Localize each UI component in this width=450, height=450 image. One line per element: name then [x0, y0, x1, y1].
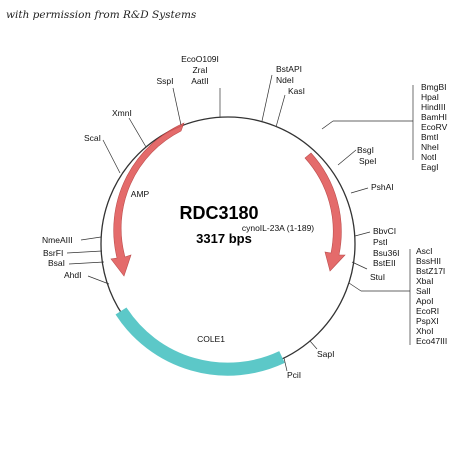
- site-bsai: BsaI: [48, 258, 65, 268]
- insert-arrow: [304, 152, 346, 272]
- site-aatii: AatII: [191, 76, 208, 86]
- leader-sspi: [172, 87, 182, 126]
- mcs2-tick: [348, 282, 362, 292]
- site-nmeaiii: NmeAIII: [42, 235, 73, 245]
- site-psh_ai: PshAI: [371, 182, 394, 192]
- leader-kasi: [275, 94, 286, 128]
- site-mcs2-6: EcoRI: [416, 306, 439, 316]
- site-bsgi: BsgI: [357, 145, 374, 155]
- site-mcs1-8: EagI: [421, 162, 439, 172]
- site-mcs1-4: EcoRV: [421, 122, 448, 132]
- site-mcs1-0: BmgBI: [421, 82, 447, 92]
- insert-label: cynoIL-23A (1-189): [242, 223, 314, 233]
- site-pcii: PciI: [287, 370, 301, 380]
- leader-xmni: [128, 117, 147, 148]
- site-mcs2-1: BssHII: [416, 256, 441, 266]
- amp-label: AMP: [131, 189, 150, 199]
- site-sapi: SapI: [317, 349, 335, 359]
- site-ahdi: AhdI: [64, 270, 82, 280]
- site-mcs2-4: SalI: [416, 286, 431, 296]
- site-bbvci: BbvCI: [373, 226, 396, 236]
- site-mcs1-3: BamHI: [421, 112, 447, 122]
- site-xmni: XmnI: [112, 108, 132, 118]
- site-mcs1-5: BmtI: [421, 132, 438, 142]
- leader-sapi: [309, 340, 318, 350]
- site-mcs2-9: Eco47III: [416, 336, 447, 346]
- permission-credit: with permission from R&D Systems: [6, 9, 197, 21]
- site-mcs2-0: AscI: [416, 246, 433, 256]
- site-bsrfi: BsrFI: [43, 248, 63, 258]
- leader-nmeaiii: [80, 236, 102, 241]
- site-scai: ScaI: [84, 133, 101, 143]
- leader-bsrfi: [66, 250, 103, 254]
- site-psti: PstI: [373, 237, 388, 247]
- leader-bsai: [68, 261, 105, 265]
- amp-arrow: [110, 122, 185, 277]
- mcs1-tick: [321, 120, 334, 130]
- site-mcs1-7: NotI: [421, 152, 437, 162]
- site-bstapi: BstAPI: [276, 64, 302, 74]
- site-bsu36i: Bsu36I: [373, 248, 399, 258]
- cole1-bar: [115, 307, 285, 376]
- site-sspi: SspI: [156, 76, 173, 86]
- leader-bsgi: [337, 149, 357, 166]
- site-zrai: ZraI: [192, 65, 207, 75]
- leader-psh_ai: [350, 187, 369, 194]
- leader-bstapi: [261, 74, 273, 122]
- cole1-label: COLE1: [197, 334, 225, 344]
- leader-ahdi: [87, 275, 110, 285]
- site-ndei: NdeI: [276, 75, 294, 85]
- leader-bbvci: [354, 231, 371, 237]
- site-stui: StuI: [370, 272, 385, 282]
- site-mcs1-2: HindIII: [421, 102, 446, 112]
- site-spei: SpeI: [359, 156, 377, 166]
- leader-stui: [351, 261, 368, 270]
- leader-scai: [102, 139, 121, 174]
- site-mcs1-1: HpaI: [421, 92, 439, 102]
- plasmid-size: 3317 bps: [196, 231, 252, 246]
- site-kasi: KasI: [288, 86, 305, 96]
- site-bsteii: BstEII: [373, 258, 396, 268]
- site-mcs2-7: PspXI: [416, 316, 439, 326]
- plasmid-name: RDC3180: [179, 203, 258, 223]
- site-ecoo109i: EcoO109I: [181, 54, 219, 64]
- site-mcs2-2: BstZ17I: [416, 266, 445, 276]
- leader-pcii: [283, 357, 288, 372]
- site-mcs2-8: XhoI: [416, 326, 434, 336]
- site-mcs2-3: XbaI: [416, 276, 434, 286]
- site-mcs1-6: NheI: [421, 142, 439, 152]
- site-mcs2-5: ApoI: [416, 296, 434, 306]
